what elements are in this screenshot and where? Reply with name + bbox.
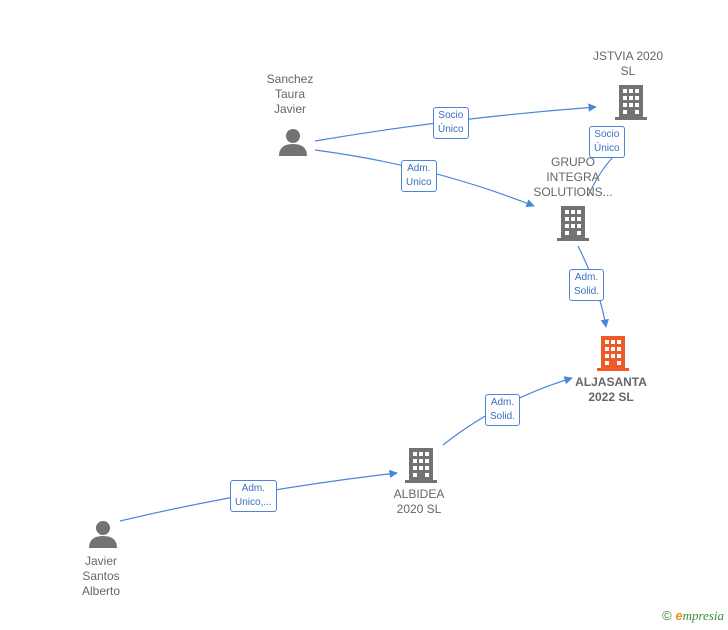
edge-label-javier-albidea: Adm. Unico,...	[230, 480, 277, 512]
person-icon[interactable]	[278, 127, 308, 157]
footer-brand[interactable]: © empresia	[662, 608, 724, 624]
node-label-sanchez[interactable]: Sanchez Taura Javier	[266, 72, 314, 116]
node-label-grupo[interactable]: GRUPO INTEGRA SOLUTIONS...	[533, 155, 613, 199]
edge-label-sanchez-grupo: Adm. Unico	[401, 160, 437, 192]
edge-label-sanchez-jstvia: Socio Único	[433, 107, 469, 139]
node-label-aljasanta[interactable]: ALJASANTA 2022 SL	[575, 375, 647, 404]
building-icon-focus[interactable]	[597, 335, 629, 371]
copyright-symbol: ©	[662, 608, 672, 623]
brand-logo-initial: e	[675, 608, 683, 623]
edge-label-albidea-aljasanta: Adm. Solid.	[485, 394, 521, 426]
person-icon[interactable]	[88, 519, 118, 549]
node-label-javier[interactable]: Javier Santos Alberto	[81, 554, 121, 598]
building-icon[interactable]	[615, 84, 647, 120]
building-icon[interactable]	[405, 447, 437, 483]
edge-label-grupo-aljasanta: Adm. Solid.	[569, 269, 605, 301]
edge-label-grupo-jstvia: Socio Único	[589, 126, 625, 158]
node-label-albidea[interactable]: ALBIDEA 2020 SL	[393, 487, 445, 516]
brand-logo-text: mpresia	[682, 608, 724, 623]
building-icon[interactable]	[557, 205, 589, 241]
node-label-jstvia[interactable]: JSTVIA 2020 SL	[592, 49, 664, 78]
